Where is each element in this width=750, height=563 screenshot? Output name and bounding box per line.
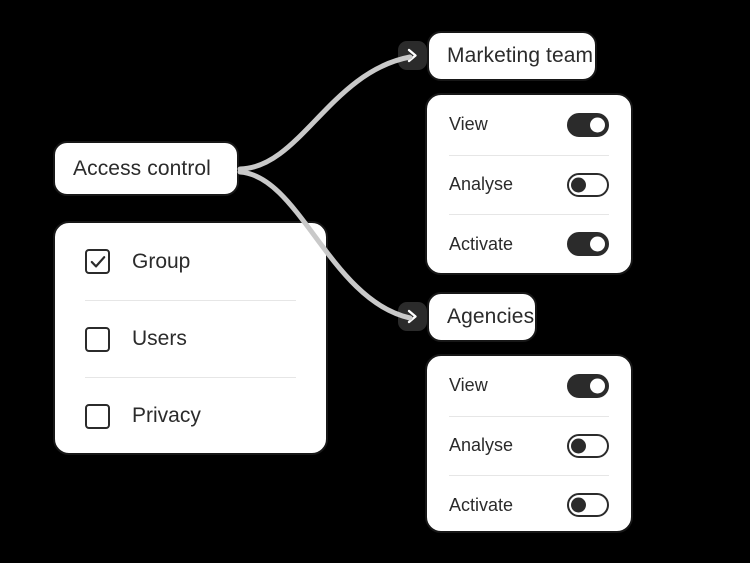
permission-row-view: View: [449, 356, 609, 416]
permission-label: Activate: [449, 233, 514, 254]
toggle-activate[interactable]: [567, 493, 609, 518]
permission-row-analyse: Analyse: [449, 154, 609, 215]
node-marketing-team-label: Marketing team: [447, 44, 594, 67]
list-item[interactable]: Privacy: [85, 377, 296, 454]
marketing-permissions-card: View Analyse Activate: [425, 93, 633, 275]
checkbox-checked-icon[interactable]: [85, 249, 110, 274]
branch-expand-badge-marketing[interactable]: [398, 41, 427, 70]
permission-label: Analyse: [449, 174, 514, 195]
permission-label: Activate: [449, 494, 514, 515]
chevron-right-icon: [406, 309, 419, 324]
toggle-knob: [590, 236, 605, 252]
list-item-label: Users: [132, 327, 187, 350]
list-item[interactable]: Group: [85, 223, 296, 300]
permission-row-view: View: [449, 95, 609, 155]
node-agencies[interactable]: Agencies: [427, 292, 537, 342]
checkbox-unchecked-icon[interactable]: [85, 403, 110, 429]
node-access-control[interactable]: Access control: [53, 141, 239, 196]
node-access-control-label: Access control: [73, 156, 211, 180]
edge-access-to-marketing: [237, 54, 413, 172]
permission-label: View: [449, 375, 488, 396]
checkbox-unchecked-icon[interactable]: [85, 326, 110, 352]
access-control-options-card: Group Users Privacy: [53, 221, 328, 455]
permission-row-activate: Activate: [449, 475, 609, 535]
node-marketing-team[interactable]: Marketing team: [427, 31, 597, 81]
permission-label: View: [449, 114, 488, 135]
toggle-knob: [571, 438, 586, 454]
node-agencies-label: Agencies: [447, 305, 535, 328]
list-item[interactable]: Users: [85, 300, 296, 377]
branch-expand-badge-agencies[interactable]: [398, 302, 427, 331]
toggle-analyse[interactable]: [567, 433, 609, 458]
list-item-label: Group: [132, 249, 191, 273]
list-item-label: Privacy: [132, 404, 201, 427]
agencies-permissions-card: View Analyse Activate: [425, 354, 633, 533]
toggle-analyse[interactable]: [567, 172, 609, 197]
toggle-knob: [571, 177, 586, 193]
toggle-knob: [590, 378, 605, 394]
permission-row-activate: Activate: [449, 214, 609, 274]
toggle-view[interactable]: [567, 373, 609, 398]
toggle-knob: [571, 497, 586, 513]
toggle-knob: [590, 117, 605, 133]
permission-label: Analyse: [449, 435, 514, 456]
chevron-right-icon: [406, 48, 419, 63]
permission-row-analyse: Analyse: [449, 415, 609, 476]
toggle-activate[interactable]: [567, 232, 609, 257]
toggle-view[interactable]: [567, 112, 609, 137]
